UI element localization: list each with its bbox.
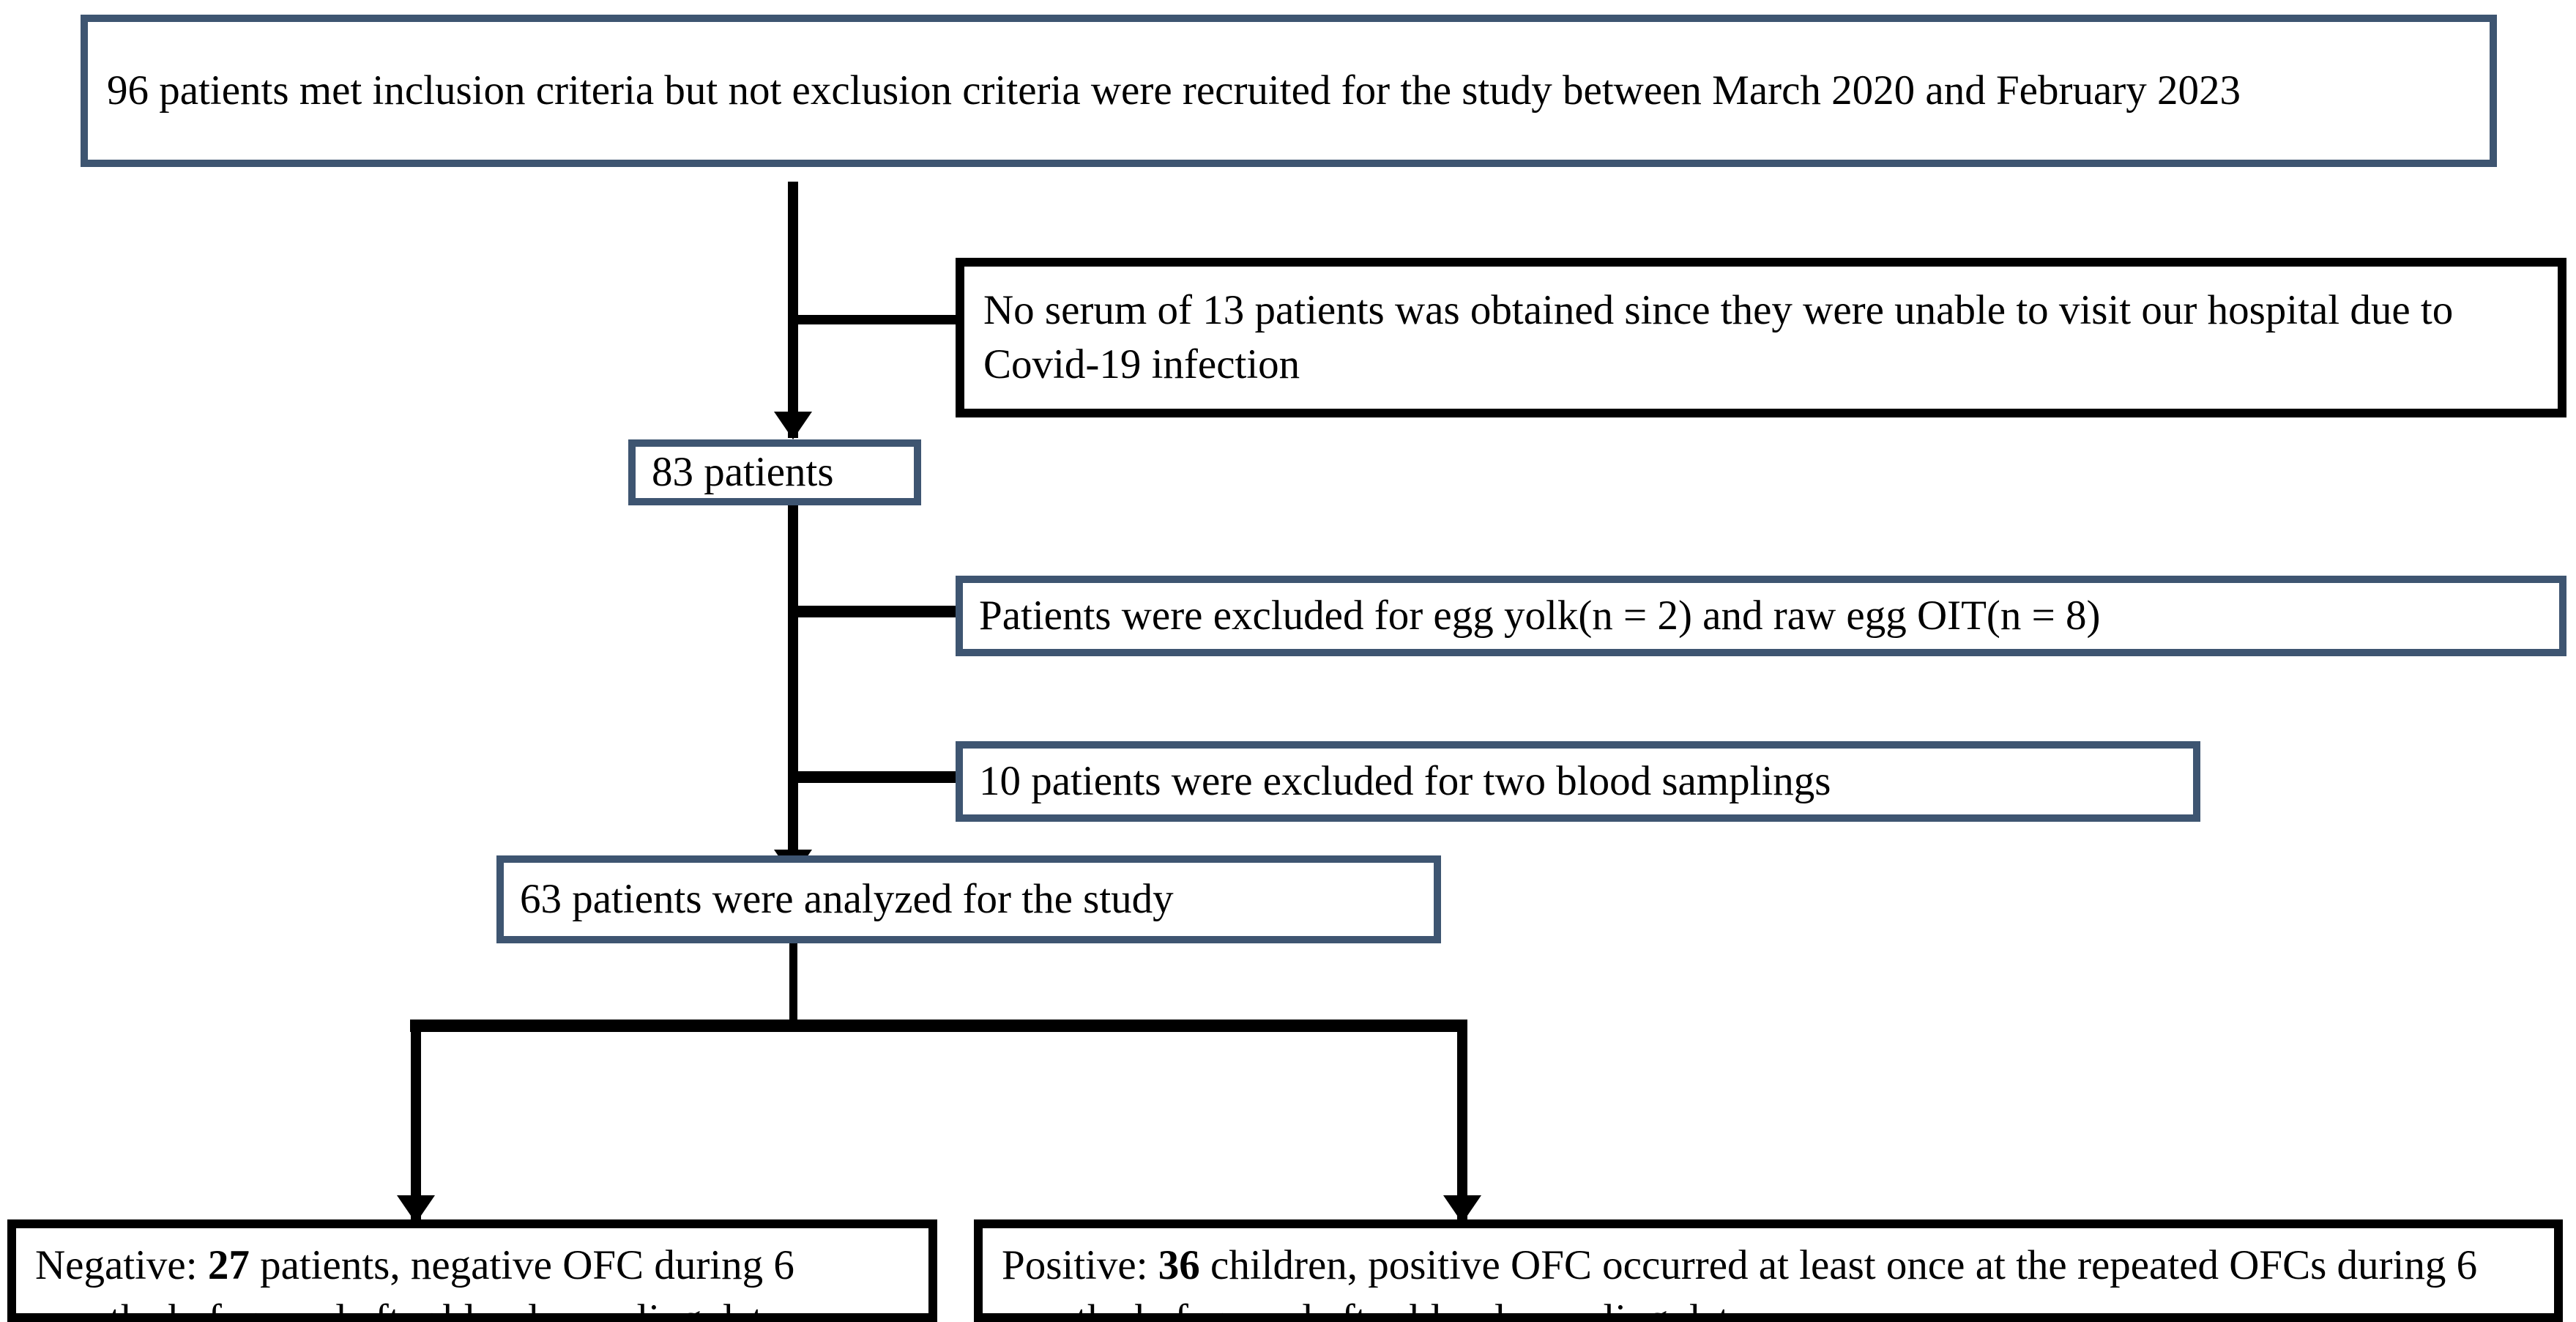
positive-outcome-rest: children, positive OFC occurred at least… bbox=[1002, 1242, 2478, 1322]
recruited-box-text: 96 patients met inclusion criteria but n… bbox=[107, 67, 2241, 114]
connector-to-egg-yolk-exclusion bbox=[793, 606, 956, 617]
recruited-box: 96 patients met inclusion criteria but n… bbox=[81, 15, 2497, 167]
connector-83-to-63 bbox=[788, 505, 798, 875]
no-serum-exclusion-text: No serum of 13 patients was obtained sin… bbox=[983, 286, 2454, 387]
connector-to-positive-box bbox=[1457, 1025, 1467, 1223]
egg-yolk-exclusion-box: Patients were excluded for egg yolk(n = … bbox=[956, 576, 2566, 656]
blood-sampling-exclusion-text: 10 patients were excluded for two blood … bbox=[979, 757, 1831, 804]
positive-outcome-count: 36 bbox=[1158, 1242, 1200, 1288]
arrowhead-to-83-box bbox=[774, 412, 812, 439]
negative-outcome-box: Negative: 27 patients, negative OFC duri… bbox=[7, 1219, 937, 1322]
connector-recruited-to-83 bbox=[788, 182, 798, 438]
blood-sampling-exclusion-box: 10 patients were excluded for two blood … bbox=[956, 741, 2200, 822]
egg-yolk-exclusion-text: Patients were excluded for egg yolk(n = … bbox=[979, 592, 2101, 639]
patients-83-box: 83 patients bbox=[628, 439, 921, 505]
connector-63-split-bar bbox=[410, 1020, 1467, 1032]
negative-outcome-rest: patients, negative OFC during 6 months b… bbox=[35, 1242, 794, 1322]
positive-outcome-label: Positive: bbox=[1002, 1242, 1148, 1288]
connector-63-split-stem bbox=[789, 943, 797, 1025]
patients-83-text: 83 patients bbox=[652, 448, 834, 495]
analyzed-63-text: 63 patients were analyzed for the study bbox=[520, 875, 1174, 922]
positive-outcome-box: Positive: 36 children, positive OFC occu… bbox=[974, 1219, 2563, 1322]
no-serum-exclusion-box: No serum of 13 patients was obtained sin… bbox=[956, 258, 2566, 417]
arrowhead-to-negative-box bbox=[397, 1195, 435, 1223]
negative-outcome-text: Negative: 27 patients, negative OFC duri… bbox=[35, 1239, 909, 1322]
arrowhead-to-positive-box bbox=[1443, 1195, 1481, 1223]
negative-outcome-label: Negative: bbox=[35, 1242, 198, 1288]
positive-outcome-text: Positive: 36 children, positive OFC occu… bbox=[1002, 1239, 2535, 1322]
connector-to-blood-sampling-exclusion bbox=[793, 771, 956, 783]
connector-to-no-serum bbox=[793, 315, 956, 324]
analyzed-63-box: 63 patients were analyzed for the study bbox=[496, 855, 1441, 943]
negative-outcome-count: 27 bbox=[207, 1242, 250, 1288]
connector-to-negative-box bbox=[411, 1025, 421, 1223]
